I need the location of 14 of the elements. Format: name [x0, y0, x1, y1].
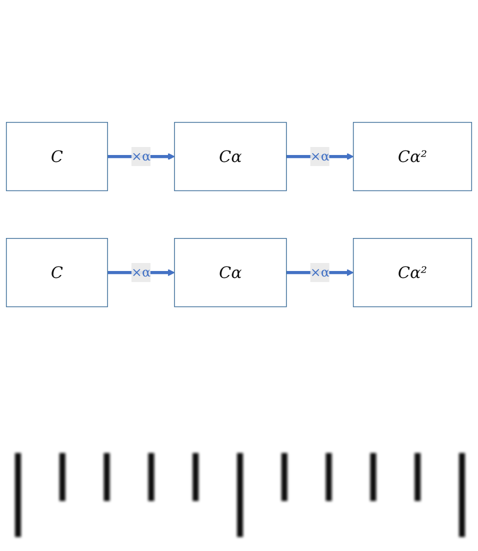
node-box: Cα²	[352, 122, 472, 192]
arrow	[108, 270, 175, 276]
edge-label: ×α	[131, 149, 151, 164]
node-box: Cα	[174, 238, 287, 308]
edge-label: ×α	[310, 149, 330, 164]
edge-label: ×α	[310, 265, 330, 280]
arrow	[286, 270, 354, 276]
arrow	[108, 153, 175, 160]
arrow	[286, 153, 354, 160]
node-box: C	[6, 238, 108, 308]
node-box: Cα²	[352, 238, 472, 308]
node-box: Cα	[174, 122, 287, 192]
node-box: C	[6, 122, 108, 192]
edge-label: ×α	[131, 265, 151, 280]
